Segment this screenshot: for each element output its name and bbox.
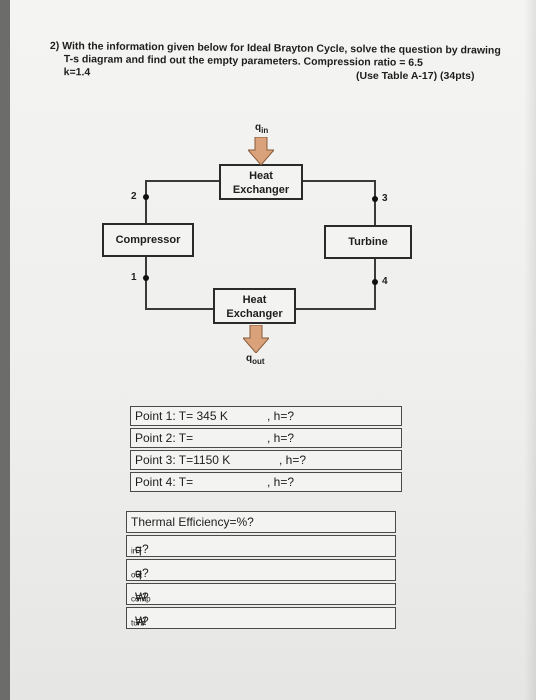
line-top-right	[303, 180, 376, 182]
paper-shadow	[524, 0, 536, 700]
point-2-h: , h=?	[267, 431, 295, 445]
line-left-upper	[145, 180, 147, 224]
point-2-label: 2	[131, 191, 137, 202]
heat-exchanger-top-line1: Heat	[249, 170, 273, 182]
q-out-main: q	[246, 353, 253, 364]
turbine-label: Turbine	[348, 236, 388, 248]
points-row-1: Point 1: T= 345 K , h=?	[130, 406, 402, 426]
point-3-h: , h=?	[279, 453, 307, 467]
q-out-result-tail: =?	[135, 566, 149, 580]
point-2-temp: Point 2: T=	[135, 431, 194, 445]
q-out-sub: out	[252, 357, 265, 366]
q-in-result-main: q	[135, 542, 142, 556]
points-row-2: Point 2: T= , h=?	[130, 428, 402, 448]
compressor-label: Compressor	[115, 234, 181, 246]
q-in-main: q	[255, 122, 262, 133]
w-comp-result-main: W	[135, 590, 147, 604]
point-1-h: , h=?	[267, 409, 295, 423]
efficiency-row: Thermal Efficiency=%?	[126, 511, 396, 533]
point-4-h: , h=?	[267, 475, 295, 489]
point-4-dot	[372, 279, 378, 285]
paper-sheet: 2) With the information given below for …	[10, 0, 536, 700]
q-in-result-tail: =?	[135, 542, 149, 556]
w-turb-result-tail: =?	[135, 614, 149, 628]
point-3-label: 3	[382, 193, 388, 204]
point-4-label: 4	[382, 276, 388, 287]
points-row-3: Point 3: T=1150 K , h=?	[130, 450, 402, 470]
w-comp-result-tail: =?	[135, 590, 149, 604]
line-left-lower	[145, 256, 147, 310]
q-out-arrow-icon	[243, 325, 269, 353]
w-turb-result-main: W	[135, 614, 147, 628]
point-1-dot	[143, 275, 149, 281]
q-in-sub: in	[261, 126, 269, 135]
turbine-box: Turbine	[324, 225, 412, 259]
q-out-result-sub: out	[131, 570, 143, 580]
q-out-result-main: q	[135, 566, 142, 580]
line-bottom-right	[296, 308, 376, 310]
line-right-upper	[374, 180, 376, 225]
table-reference: (Use Table A-17) (34pts)	[356, 70, 475, 82]
points-row-4: Point 4: T= , h=?	[130, 472, 402, 492]
heat-exchanger-bottom-line1: Heat	[242, 294, 267, 306]
point-3-dot	[372, 196, 378, 202]
points-table: Point 1: T= 345 K , h=? Point 2: T= , h=…	[130, 406, 402, 494]
heat-exchanger-top: Heat Exchanger	[219, 164, 303, 200]
line-bottom-left	[145, 308, 213, 310]
heat-exchanger-bottom-line2: Exchanger	[226, 308, 283, 320]
q-in-result-sub: in	[131, 546, 138, 556]
q-in-label: qin	[255, 122, 268, 135]
point-2-dot	[143, 194, 149, 200]
compressor-box: Compressor	[102, 223, 194, 257]
heat-exchanger-top-line2: Exchanger	[232, 184, 290, 196]
q-out-label: qout	[246, 353, 265, 366]
heat-exchanger-bottom: Heat Exchanger	[213, 288, 296, 324]
line-top-left	[145, 180, 219, 182]
q-in-arrow-icon	[248, 137, 274, 165]
w-comp-result-sub: comp	[131, 594, 151, 604]
point-3-temp: Point 3: T=1150 K	[135, 453, 231, 467]
w-turb-result-sub: turb	[131, 618, 145, 628]
point-1-temp: Point 1: T= 345 K	[135, 409, 228, 423]
efficiency-label: Thermal Efficiency=%?	[131, 515, 254, 529]
point-1-label: 1	[131, 272, 137, 283]
point-4-temp: Point 4: T=	[135, 475, 194, 489]
